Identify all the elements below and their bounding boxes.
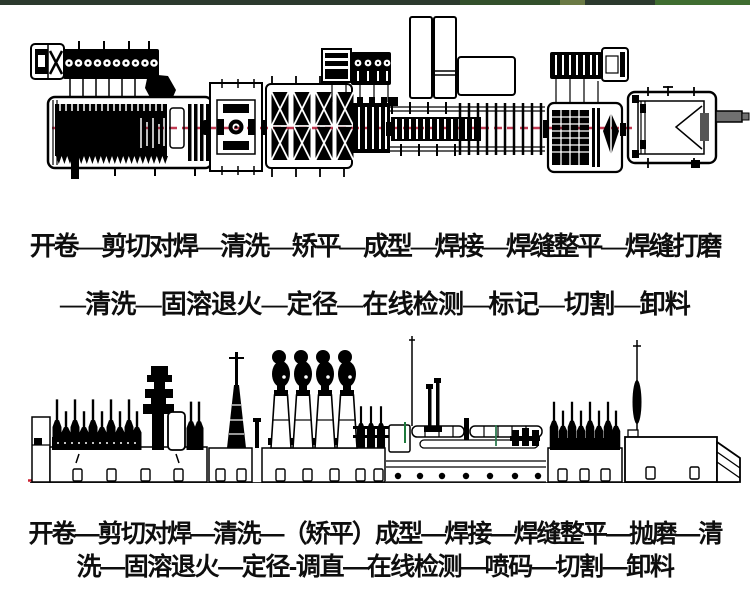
mast-platform-side	[208, 352, 253, 483]
sizing-platform-side	[547, 401, 623, 483]
runout-bed-side	[386, 460, 546, 483]
welder-power-unit-top	[321, 48, 391, 102]
uncoiler-top	[30, 43, 65, 80]
runout-equipment-side	[388, 336, 543, 453]
process-flow-bottom-line-2: 洗—固溶退火—定径-调直—在线检测—喷码—切割—卸料	[76, 553, 675, 581]
cooling-tanks-top	[409, 16, 516, 99]
small-stands-side	[353, 406, 389, 448]
process-flow-top-line-2: —清洗—固溶退火—定径—在线检测—标记—切割—卸料	[59, 290, 691, 319]
welding-unit-top	[353, 97, 390, 153]
welding-stands-side	[268, 349, 361, 449]
cleaning-box-side	[167, 411, 186, 451]
antenna-mast-side	[632, 340, 642, 438]
main-bed-side	[49, 446, 208, 483]
sizing-mill-top	[546, 101, 626, 174]
uncoiler-side	[31, 416, 51, 483]
unloading-table-side	[624, 429, 741, 483]
process-flow-bottom-line-1: 开卷—剪切对焊—清洗—（矫平）成型—焊接—焊缝整平—抛磨—清	[28, 520, 723, 548]
accumulator-top	[46, 95, 214, 179]
cooling-conveyor-top	[386, 97, 549, 156]
leveler-forming-mill-top	[265, 76, 355, 177]
cutoff-machine-top	[626, 86, 750, 168]
photo-strip	[0, 0, 750, 5]
sizing-mill-motor-top	[550, 47, 629, 103]
forming-stands-platform	[261, 447, 386, 483]
production-line-side-view	[28, 336, 741, 483]
accumulator-rolls-side	[52, 399, 142, 450]
process-flow-top-line-1: 开卷—剪切对焊—清洗—矫平—成型—焊接—焊缝整平—焊缝打磨	[29, 232, 722, 261]
welder-tower-side	[143, 366, 174, 450]
shear-butt-welder-top	[63, 41, 176, 104]
production-line-top-view	[0, 0, 750, 179]
